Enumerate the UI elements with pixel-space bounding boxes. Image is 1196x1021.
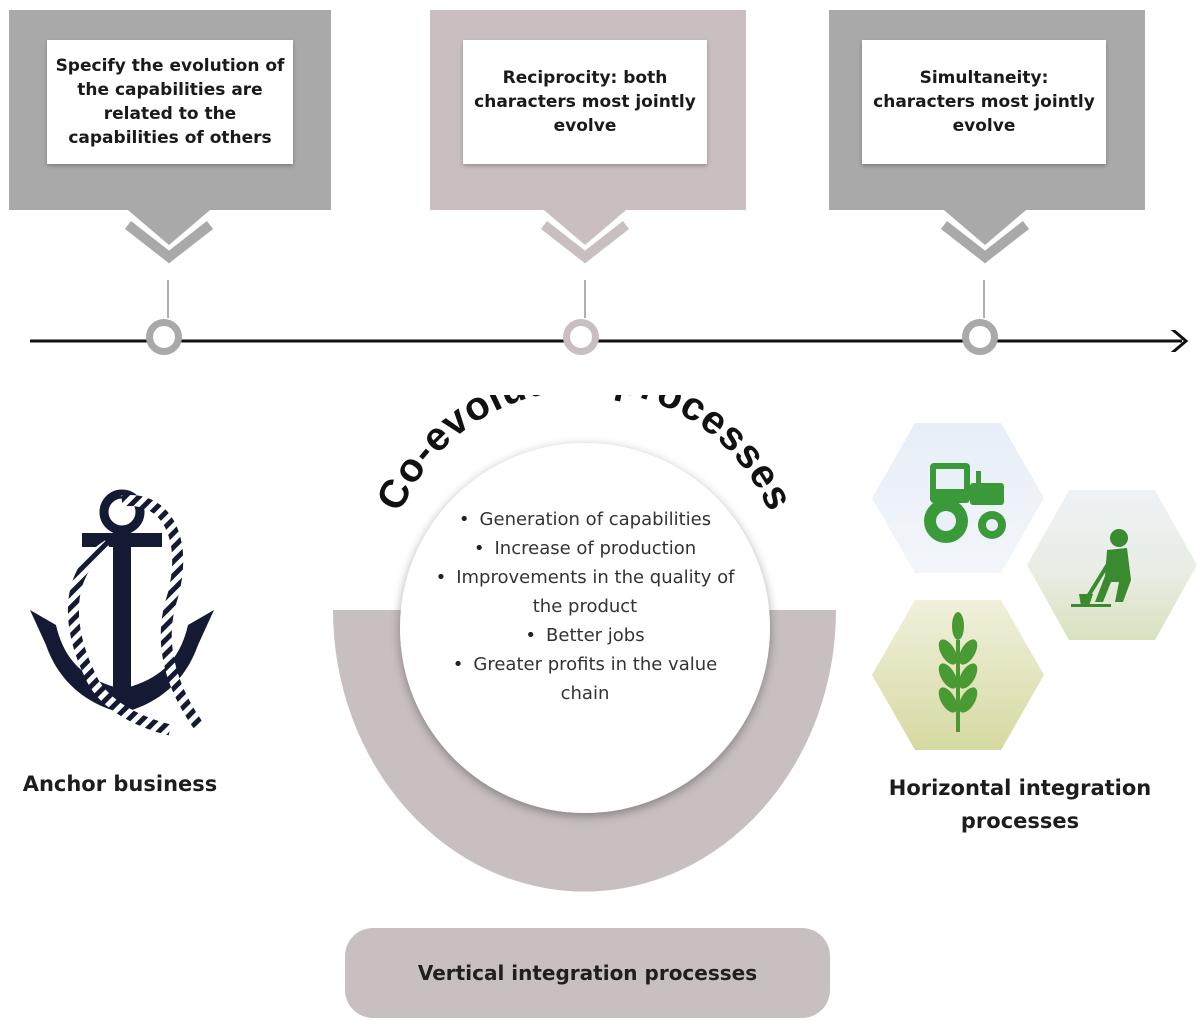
timeline-arrow [30, 330, 1189, 352]
vertical-integration-label: Vertical integration processes [417, 961, 758, 985]
connector-stem [584, 280, 586, 318]
farmer-hexagon [1027, 490, 1196, 640]
wheat-icon [938, 612, 978, 732]
tractor-hexagon [872, 423, 1044, 573]
timeline-node-2 [563, 319, 599, 355]
vertical-integration-pill: Vertical integration processes [345, 928, 830, 1018]
list-item: Better jobs [430, 621, 740, 650]
chevron-down-icon [122, 205, 216, 264]
list-item: Greater profits in the value chain [430, 650, 740, 708]
callout-1-box: Specify the evolution of the capabilitie… [47, 40, 293, 164]
list-item: Improvements in the quality of the produ… [430, 563, 740, 621]
benefit-list: Generation of capabilities Increase of p… [430, 505, 740, 708]
tractor-icon [924, 463, 1006, 543]
farmer-icon [1071, 529, 1131, 607]
list-item: Increase of production [430, 534, 740, 563]
anchor-business-label: Anchor business [22, 772, 218, 796]
callout-2-text: Reciprocity: both characters most jointl… [474, 68, 696, 136]
callout-2-box: Reciprocity: both characters most jointl… [463, 40, 707, 164]
chevron-down-icon [938, 205, 1032, 264]
timeline-node-3 [962, 319, 998, 355]
callout-1-text: Specify the evolution of the capabilitie… [55, 56, 285, 148]
anchor-icon [30, 489, 214, 736]
timeline-node-1 [146, 319, 182, 355]
chevron-down-icon [538, 205, 632, 264]
list-item: Generation of capabilities [430, 505, 740, 534]
callout-2: Reciprocity: both characters most jointl… [427, 10, 746, 210]
callout-3-text: Simultaneity: characters most jointly ev… [873, 68, 1095, 136]
wheat-hexagon [872, 600, 1044, 750]
connector-stem [167, 280, 169, 318]
horizontal-integration-label: Horizontal integration processes [888, 776, 1152, 833]
connector-stem [983, 280, 985, 318]
callout-1: Specify the evolution of the capabilitie… [9, 10, 331, 210]
callout-3: Simultaneity: characters most jointly ev… [826, 10, 1145, 210]
callout-3-box: Simultaneity: characters most jointly ev… [862, 40, 1106, 164]
